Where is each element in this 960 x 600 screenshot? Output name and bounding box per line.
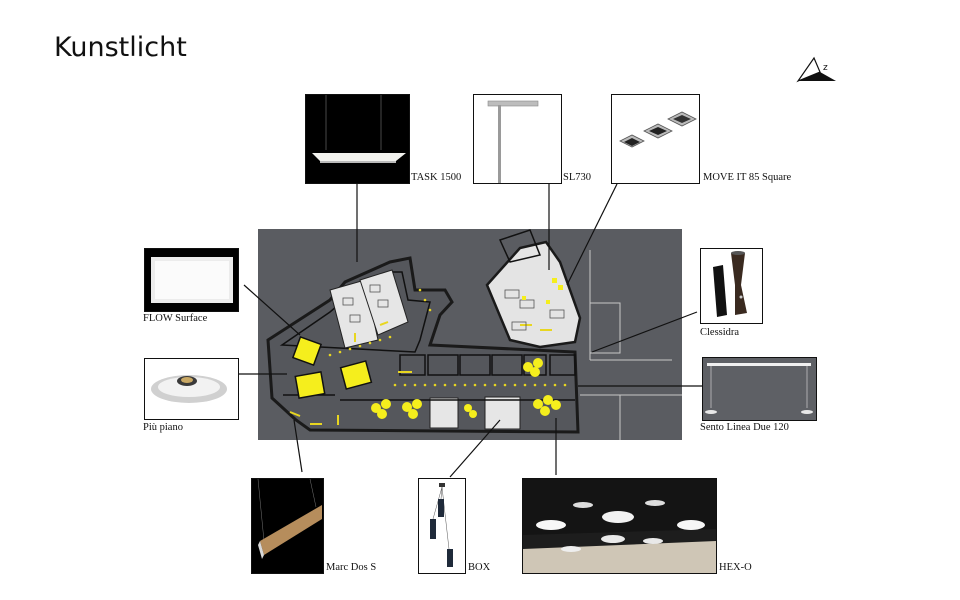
luminaire-thumbnail-marc-dos-s [251,478,324,574]
luminaire-thumbnail-hex-o [522,478,717,574]
label-sento-linea-due-120: Sento Linea Due 120 [700,422,789,433]
page-title: Kunstlicht [54,32,187,63]
luminaire-thumbnail-piu-piano [144,358,239,420]
luminaire-thumbnail-move-it-85-square [611,94,700,184]
north-arrow-icon: z [796,48,838,89]
luminaire-thumbnail-clessidra [700,248,763,324]
label-box: BOX [468,562,491,573]
label-hex-o: HEX-O [719,562,752,573]
label-flow-surface: FLOW Surface [143,313,208,324]
label-clessidra: Clessidra [700,327,740,338]
svg-text:z: z [823,63,828,73]
luminaire-thumbnail-flow-surface [144,248,239,312]
label-sl730: SL730 [563,172,592,183]
luminaire-thumbnail-task-1500 [305,94,410,184]
luminaire-thumbnail-sl730 [473,94,562,184]
luminaire-thumbnail-box [418,478,466,574]
luminaire-thumbnail-sento-linea-due-120 [702,357,817,421]
label-move-it-85-square: MOVE IT 85 Square [703,172,792,183]
label-task-1500: TASK 1500 [411,172,462,183]
label-piu-piano: Più piano [143,422,183,433]
label-marc-dos-s: Marc Dos S [326,562,377,573]
